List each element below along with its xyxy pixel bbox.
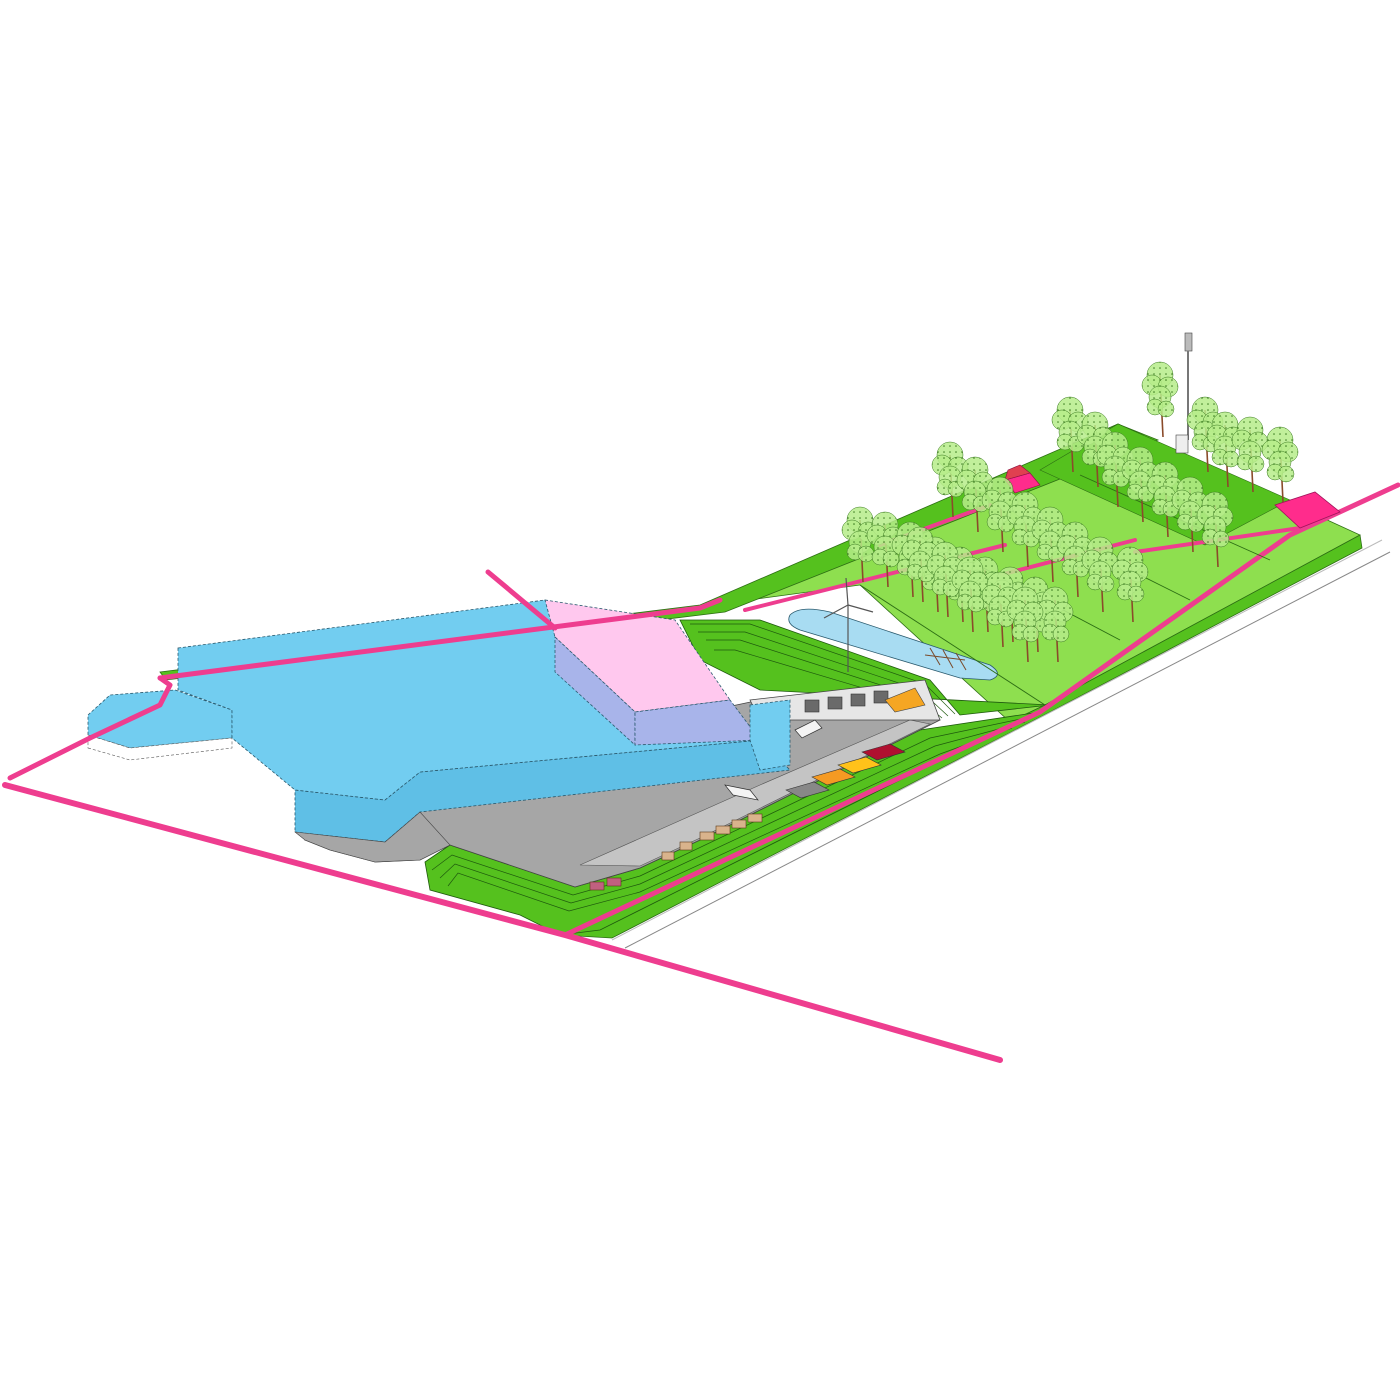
bay-grey — [785, 781, 830, 799]
tree — [1196, 491, 1234, 568]
tree — [1206, 411, 1244, 488]
dock-awning-orange — [884, 687, 926, 713]
bay-red — [861, 743, 906, 761]
tree — [1056, 521, 1094, 598]
mast — [1175, 332, 1193, 454]
main-building — [87, 599, 791, 863]
sidewalk-edge-2 — [611, 539, 1383, 941]
path-front — [562, 482, 1400, 938]
path-left — [7, 675, 173, 781]
path-back — [157, 597, 723, 681]
tree-rows — [841, 361, 1299, 663]
tree — [841, 506, 879, 583]
tree — [1036, 586, 1074, 663]
tree — [1096, 431, 1134, 508]
tree — [1031, 506, 1069, 583]
tree — [1261, 426, 1299, 503]
pond-dock — [924, 647, 967, 671]
building-foundation — [294, 811, 451, 863]
pink-plaza — [1274, 491, 1341, 529]
berm-terraces — [679, 619, 1051, 716]
path-vertical — [485, 569, 558, 631]
tree — [951, 556, 989, 633]
bay-orange — [811, 768, 856, 786]
tree — [931, 441, 969, 518]
tree — [901, 526, 939, 603]
building-front-face — [294, 739, 791, 843]
pallet-stacks — [589, 813, 763, 891]
tree — [1231, 416, 1269, 493]
tree — [1006, 491, 1044, 568]
pink-pathways — [2, 482, 1400, 1063]
tree — [956, 456, 994, 533]
front-berm-contours — [431, 715, 1036, 912]
dock-doors — [804, 690, 889, 713]
tree — [1006, 586, 1044, 663]
sidewalk-edge — [624, 551, 1391, 949]
yard-surface-light — [579, 719, 931, 867]
tree — [1111, 546, 1149, 623]
building-corner-box — [749, 699, 791, 771]
pond — [788, 608, 998, 681]
bay-yellow — [837, 756, 882, 774]
tree — [866, 511, 904, 588]
tree — [1141, 361, 1179, 438]
tree — [981, 571, 1019, 648]
wind-turbine — [823, 577, 874, 672]
